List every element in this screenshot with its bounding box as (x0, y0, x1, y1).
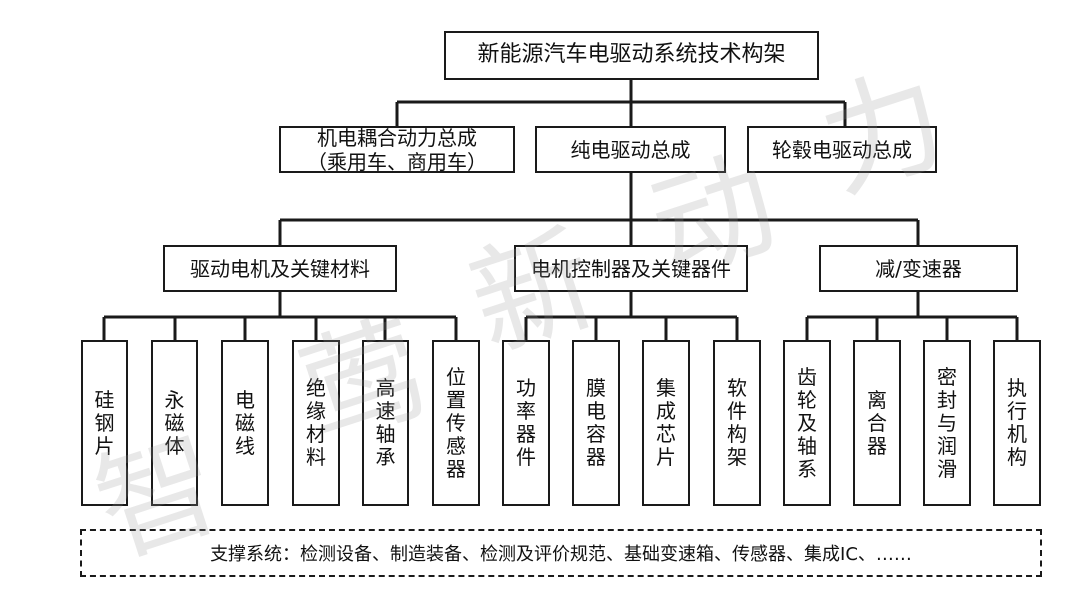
item-node: 膜电容器 (572, 340, 620, 506)
item-node: 硅钢片 (81, 340, 128, 506)
item-node: 功率器件 (502, 340, 550, 506)
assembly-label-line2: （乘用车、商用车） (307, 149, 487, 174)
item-node: 位置传感器 (432, 340, 480, 506)
item-label: 执行机构 (1007, 376, 1027, 469)
item-label: 永磁体 (164, 387, 185, 458)
item-label: 软件构架 (727, 376, 747, 469)
item-label: 密封与润滑 (937, 364, 957, 481)
root-node: 新能源汽车电驱动系统技术构架 (444, 31, 819, 80)
item-node: 绝缘材料 (292, 340, 340, 506)
item-label: 高速轴承 (375, 376, 396, 469)
assembly-node-hub-motor: 轮毂电驱动总成 (747, 126, 937, 173)
item-label: 绝缘材料 (306, 376, 326, 469)
category-node-reducer: 减/变速器 (819, 245, 1018, 292)
item-node: 执行机构 (993, 340, 1041, 506)
assembly-label-line1: 机电耦合动力总成 (317, 125, 477, 150)
assembly-node-pure-electric: 纯电驱动总成 (535, 126, 726, 173)
item-node: 软件构架 (713, 340, 761, 506)
item-label: 集成芯片 (656, 376, 676, 469)
item-label: 功率器件 (516, 376, 536, 469)
category-label: 电机控制器及关键器件 (531, 256, 731, 281)
item-label: 硅钢片 (94, 387, 115, 458)
item-label: 位置传感器 (446, 364, 466, 481)
item-label: 齿轮及轴系 (797, 364, 817, 481)
category-node-motor: 驱动电机及关键材料 (163, 245, 397, 292)
root-label: 新能源汽车电驱动系统技术构架 (477, 42, 786, 68)
item-label: 膜电容器 (586, 376, 606, 469)
support-system-box: 支撑系统：检测设备、制造装备、检测及评价规范、基础变速箱、传感器、集成IC、…… (80, 529, 1042, 577)
assembly-label: 轮毂电驱动总成 (772, 137, 912, 162)
assembly-node-electromechanical: 机电耦合动力总成 （乘用车、商用车） (279, 125, 515, 174)
category-node-controller: 电机控制器及关键器件 (514, 245, 748, 292)
item-node: 齿轮及轴系 (783, 340, 831, 506)
item-node: 密封与润滑 (923, 340, 971, 506)
support-system-label: 支撑系统：检测设备、制造装备、检测及评价规范、基础变速箱、传感器、集成IC、…… (210, 544, 912, 565)
assembly-label: 纯电驱动总成 (570, 137, 691, 162)
item-label: 离合器 (867, 387, 887, 458)
category-label: 减/变速器 (875, 256, 962, 281)
item-node: 离合器 (853, 340, 901, 506)
category-label: 驱动电机及关键材料 (190, 256, 370, 281)
item-node: 永磁体 (151, 340, 198, 506)
item-label: 电磁线 (235, 387, 255, 458)
item-node: 电磁线 (221, 340, 269, 506)
item-node: 高速轴承 (362, 340, 409, 506)
item-node: 集成芯片 (642, 340, 690, 506)
